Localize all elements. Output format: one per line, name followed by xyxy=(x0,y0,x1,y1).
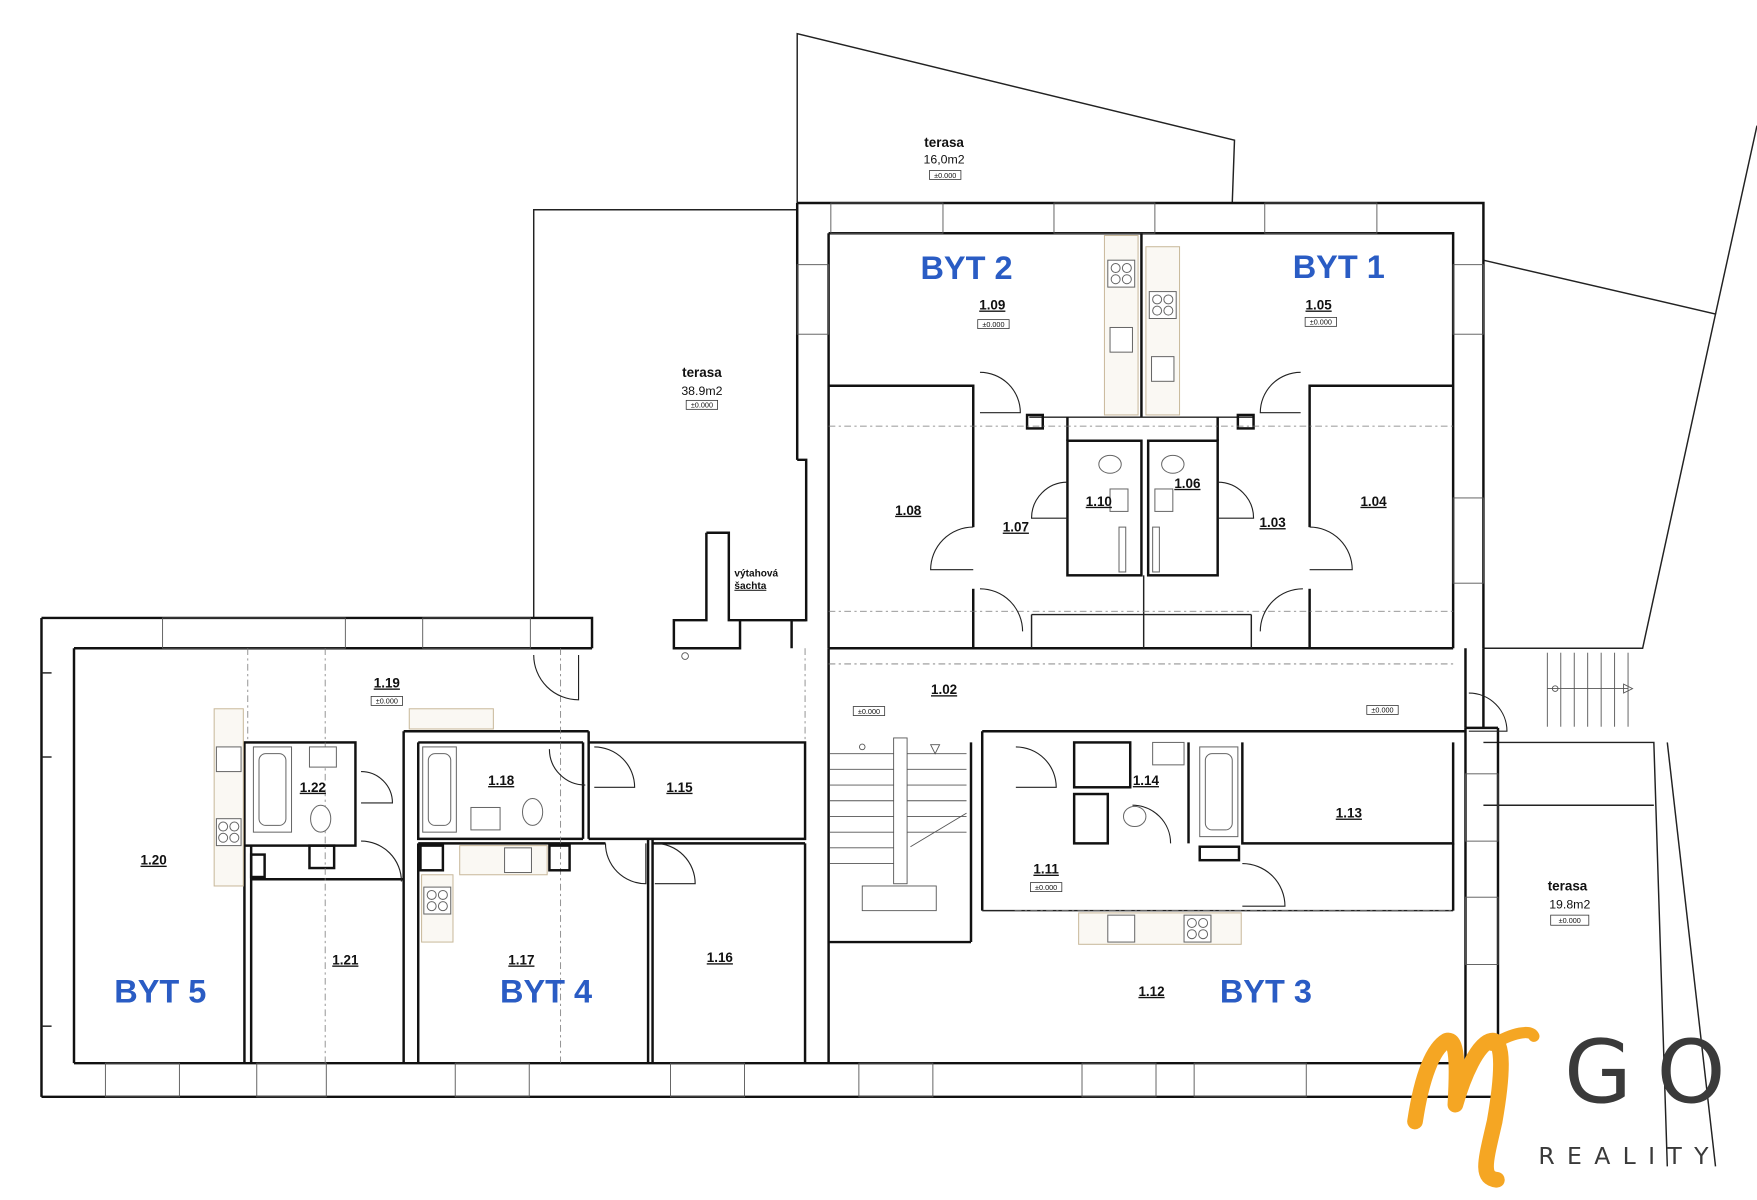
level-marker: ±0.000 xyxy=(1371,706,1393,715)
room-label: 1.10 xyxy=(1086,494,1112,509)
level-marker: ±0.000 xyxy=(934,171,956,180)
unit-label-byt-5: BYT 5 xyxy=(114,974,206,1010)
room-label: 1.12 xyxy=(1138,984,1164,999)
m-brush-logo-icon xyxy=(1407,1027,1540,1188)
room-label: 1.17 xyxy=(508,952,534,967)
room-label: 1.04 xyxy=(1360,494,1387,509)
room-label: 1.06 xyxy=(1174,476,1200,491)
unit-label-byt-3: BYT 3 xyxy=(1220,974,1312,1010)
unit-label-byt-2: BYT 2 xyxy=(920,250,1012,286)
exterior-walls xyxy=(40,201,1500,1099)
terrace-outlines xyxy=(532,32,1757,1167)
room-label: 1.16 xyxy=(707,950,733,965)
exterior-staircase xyxy=(1546,652,1634,727)
logo-subtitle: REALITY xyxy=(1538,1142,1720,1170)
level-marker: ±0.000 xyxy=(1559,916,1581,925)
room-label: 1.08 xyxy=(895,503,922,518)
terrace-area: 19.8m2 xyxy=(1549,897,1590,911)
room-label: 1.15 xyxy=(666,780,693,795)
room-label: 1.14 xyxy=(1133,773,1160,788)
bathroom-fixtures xyxy=(252,454,1239,838)
logo-letters: GO xyxy=(1564,1021,1750,1123)
terrace-labels: terasa 16,0m2 terasa 38.9m2 terasa 19.8m… xyxy=(681,135,1590,911)
room-label: 1.02 xyxy=(931,682,957,697)
room-labels: 1.02 1.03 1.04 1.05 1.06 1.07 1.08 1.09 … xyxy=(141,298,1388,999)
unit-label-byt-1: BYT 1 xyxy=(1293,249,1385,285)
elevator-shaft-label: šachta xyxy=(734,581,766,592)
terrace-area: 16,0m2 xyxy=(924,153,965,167)
elevator-shaft-label: výtahová xyxy=(734,568,778,579)
room-label: 1.13 xyxy=(1336,806,1362,821)
terrace-name: terasa xyxy=(682,365,722,380)
room-label: 1.19 xyxy=(374,675,400,690)
level-markers: ±0.000 ±0.000 ±0.000 ±0.000 ±0.000 ±0.00… xyxy=(370,170,1590,926)
room-label: 1.18 xyxy=(488,773,515,788)
doors xyxy=(361,371,1508,907)
terrace-name: terasa xyxy=(924,135,964,150)
room-label: 1.07 xyxy=(1003,520,1029,535)
unit-labels: BYT 1 BYT 2 BYT 3 BYT 4 BYT 5 xyxy=(114,249,1385,1009)
interior-walls xyxy=(243,233,1466,1064)
level-marker: ±0.000 xyxy=(1310,318,1332,327)
company-logo: GO REALITY xyxy=(1407,1021,1750,1188)
room-label: 1.05 xyxy=(1306,298,1333,313)
terrace-area: 38.9m2 xyxy=(681,384,722,398)
room-label: 1.20 xyxy=(141,853,167,868)
room-label: 1.21 xyxy=(332,952,359,967)
room-label: 1.09 xyxy=(979,298,1005,313)
room-label: 1.03 xyxy=(1260,515,1286,530)
unit-label-byt-4: BYT 4 xyxy=(500,974,592,1010)
terrace-name: terasa xyxy=(1548,878,1588,893)
room-label: 1.11 xyxy=(1033,862,1059,877)
elevator-shaft: výtahová šachta xyxy=(681,568,779,660)
level-marker: ±0.000 xyxy=(1035,883,1057,892)
level-marker: ±0.000 xyxy=(376,697,398,706)
kitchen-fixtures xyxy=(213,235,1242,945)
main-staircase xyxy=(829,737,967,912)
room-label: 1.22 xyxy=(300,780,326,795)
level-marker: ±0.000 xyxy=(982,320,1004,329)
level-marker: ±0.000 xyxy=(858,707,880,716)
level-marker: ±0.000 xyxy=(691,401,713,410)
